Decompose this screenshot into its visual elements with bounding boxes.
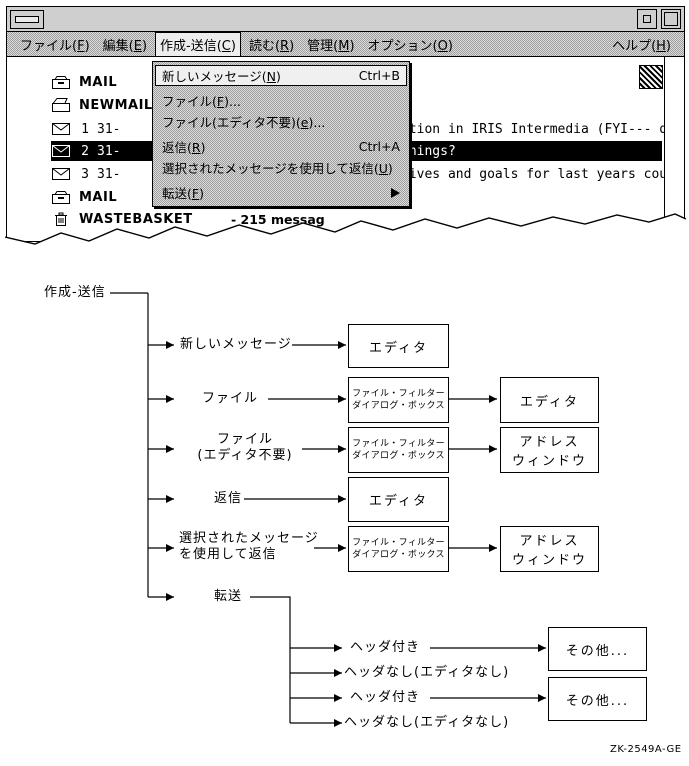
folder-name: MAIL xyxy=(79,189,118,205)
envelope-icon xyxy=(51,123,71,135)
diagram-box-others: その他... xyxy=(548,677,647,721)
titlebar-spacer xyxy=(48,19,633,20)
message-date: 31- xyxy=(97,143,121,159)
message-number: 1 xyxy=(81,121,89,137)
menu-options[interactable]: オプション(O) xyxy=(367,38,453,54)
vertical-scrollbar[interactable] xyxy=(664,57,684,241)
menu-item-accelerator: Ctrl+B xyxy=(358,68,400,83)
message-subject-fragment: things? xyxy=(401,143,456,159)
window-menu-button[interactable] xyxy=(10,9,44,29)
drawer-icon xyxy=(51,75,71,89)
open-drawer-icon xyxy=(51,98,71,112)
message-count: - 215 messag xyxy=(231,211,325,227)
menu-item-file-no-editor[interactable]: ファイル(エディタ不要)(e)... xyxy=(155,111,407,132)
folder-name: NEWMAIL xyxy=(79,97,153,113)
diagram-branch-label: 選択されたメッセージ を使用して返信 xyxy=(179,531,319,562)
titlebar[interactable] xyxy=(7,7,684,32)
folder-name: MAIL xyxy=(79,74,118,90)
menu-item-reply[interactable]: 返信(R) Ctrl+A xyxy=(155,136,407,157)
message-date: 31- xyxy=(97,121,121,137)
diagram-branch-label: 新しいメッセージ xyxy=(180,337,292,352)
menu-item-reply-using-selected[interactable]: 選択されたメッセージを使用して返信(U) xyxy=(155,157,407,178)
message-row-3[interactable]: 3 31- lives and goals for last years cou… xyxy=(51,164,675,184)
diagram-branch-label: ファイル (エディタ不要) xyxy=(197,432,293,463)
menu-item-label: 転送(F) xyxy=(162,186,204,201)
menu-item-file[interactable]: ファイル(F)... xyxy=(155,90,407,111)
menu-item-label: 返信(R) xyxy=(162,140,206,155)
menu-edit[interactable]: 編集(E) xyxy=(102,38,148,54)
menu-item-label: 選択されたメッセージを使用して返信(U) xyxy=(162,161,393,176)
diagram-box-file-filter-dialog: ファイル・フィルター ダイアログ・ボックス xyxy=(348,427,449,473)
diagram-box-others: その他... xyxy=(548,627,647,671)
menubar: ファイル(F) 編集(E) 作成-送信(C) 読む(R) 管理(M) オプション… xyxy=(7,31,684,57)
message-date: 31- xyxy=(97,166,121,182)
mail-window: ファイル(F) 編集(E) 作成-送信(C) 読む(R) 管理(M) オプション… xyxy=(5,6,686,250)
menu-item-new-message[interactable]: 新しいメッセージ(N) Ctrl+B xyxy=(155,65,407,86)
diagram-box-editor: エディタ xyxy=(500,377,599,423)
diagram-branch-label: ファイル xyxy=(202,391,259,406)
diagram-box-address-window: アドレス ウィンドウ xyxy=(500,427,599,473)
menu-item-accelerator: Ctrl+A xyxy=(358,139,400,154)
envelope-icon xyxy=(51,168,71,180)
menu-manage[interactable]: 管理(M) xyxy=(307,38,355,54)
window-menu-bar-icon xyxy=(15,15,39,23)
diagram-box-editor: エディタ xyxy=(348,324,449,368)
folder-row-wastebasket[interactable]: WASTEBASKET - 215 messag xyxy=(51,209,662,229)
menu-item-forward[interactable]: 転送(F) xyxy=(155,182,407,203)
diagram-forward-label: ヘッダなし(エディタなし) xyxy=(344,715,510,730)
minimize-icon xyxy=(643,15,651,23)
maximize-button[interactable] xyxy=(661,9,681,29)
diagram-branch-label: 返信 xyxy=(214,491,243,506)
submenu-arrow-icon xyxy=(391,187,400,198)
menu-file[interactable]: ファイル(F) xyxy=(20,38,90,54)
drawer-icon xyxy=(51,190,71,204)
menu-compose-send[interactable]: 作成-送信(C) xyxy=(155,31,241,57)
menu-item-label: ファイル(F)... xyxy=(162,94,241,109)
menu-read[interactable]: 読む(R) xyxy=(248,38,295,54)
message-subject-fragment: ition in IRIS Intermedia (FYI--- q xyxy=(401,121,668,137)
folder-row-mail[interactable]: MAIL xyxy=(51,72,662,92)
diagram-forward-label: ヘッダ付き xyxy=(350,640,421,655)
diagram-box-file-filter-dialog: ファイル・フィルター ダイアログ・ボックス xyxy=(348,526,449,572)
figure-id: ZK-2549A-GE xyxy=(610,744,682,755)
message-number: 3 xyxy=(81,166,89,182)
folder-name: WASTEBASKET xyxy=(79,211,193,227)
diagram-box-editor: エディタ xyxy=(348,477,449,522)
diagonal-stripes-icon xyxy=(639,65,663,89)
maximize-icon xyxy=(664,12,678,26)
menu-help[interactable]: ヘルプ(H) xyxy=(612,38,671,54)
diagram-root-label: 作成-送信 xyxy=(44,285,106,300)
message-subject-fragment: lives and goals for last years coun xyxy=(401,166,675,182)
diagram-box-address-window: アドレス ウィンドウ xyxy=(500,526,599,572)
minimize-button[interactable] xyxy=(637,9,657,29)
diagram-forward-label: ヘッダなし(エディタなし) xyxy=(344,665,510,680)
diagram-forward-label: ヘッダ付き xyxy=(350,690,421,705)
message-number: 2 xyxy=(81,143,89,159)
envelope-icon xyxy=(51,145,71,157)
wastebasket-icon xyxy=(51,212,71,226)
message-row-1[interactable]: 1 31- ition in IRIS Intermedia (FYI--- q xyxy=(51,119,667,139)
compose-send-menu: 新しいメッセージ(N) Ctrl+B ファイル(F)... ファイル(エディタ不… xyxy=(152,61,410,207)
diagram-branch-label: 転送 xyxy=(214,589,243,604)
folder-row-newmail[interactable]: NEWMAIL xyxy=(51,95,662,115)
menu-item-label: 新しいメッセージ(N) xyxy=(162,69,281,84)
folder-row-mail-2[interactable]: MAIL xyxy=(51,187,662,207)
menu-item-label: ファイル(エディタ不要)(e)... xyxy=(162,115,326,130)
diagram-box-file-filter-dialog: ファイル・フィルター ダイアログ・ボックス xyxy=(348,377,449,423)
